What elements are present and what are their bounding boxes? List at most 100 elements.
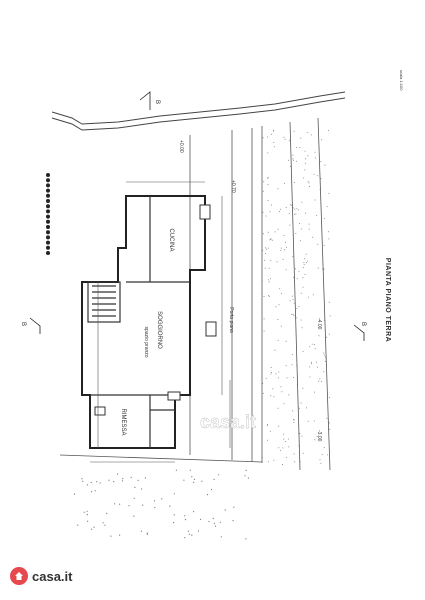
terrain-dot (262, 392, 264, 394)
terrain-dot (328, 130, 329, 132)
brand-logo-group[interactable]: casa.it (10, 567, 72, 585)
terrain-dot (301, 201, 303, 203)
terrain-dot (296, 278, 298, 280)
window-openings (94, 204, 217, 416)
terrain-dot (308, 182, 310, 184)
stepping-stone (46, 240, 50, 245)
terrain-dot (327, 231, 329, 233)
terrain-dot (280, 325, 282, 327)
room-label-soggiorno: SOGGIORNO (156, 311, 162, 349)
terrain-dot (289, 300, 291, 302)
terrain-dot (280, 386, 282, 388)
terrain-dot (268, 267, 270, 269)
terrain-dot (267, 439, 269, 441)
terrain-dot (312, 236, 314, 238)
terrain-dot (296, 208, 298, 210)
terrain-dot (291, 364, 293, 366)
terrain-dot (298, 270, 300, 272)
terrain-dot (269, 211, 271, 213)
terrain-dot (213, 478, 215, 480)
terrain-dot (114, 503, 116, 505)
terrain-dot (326, 417, 328, 419)
stepping-stone (46, 235, 50, 240)
terrain-dot (273, 459, 275, 461)
terrain-dot (273, 142, 275, 143)
terrain-dot (187, 530, 189, 532)
terrain-dot (184, 515, 186, 517)
terrain-dot (292, 207, 294, 209)
interior-walls (87, 196, 190, 448)
building-outline (81, 195, 206, 449)
section-mark-label: B (360, 322, 366, 326)
terrain-dot (283, 403, 285, 405)
terrain-dot (275, 373, 277, 375)
terrain-dot (193, 481, 195, 483)
terrain-dot (321, 453, 323, 455)
terrain-dot (86, 514, 88, 516)
terrain-dot (307, 155, 309, 157)
floor-plan-drawing: CUCINA SOGGIORNO spazio pranzo RIMESSA P… (20, 70, 404, 540)
terrain-dot (117, 473, 119, 475)
terrain-dot (302, 286, 304, 288)
stepping-stone (46, 173, 50, 177)
terrain-dot (193, 478, 195, 480)
terrain-dot (201, 480, 203, 482)
terrain-dot (288, 159, 290, 161)
terrain-dot (328, 422, 330, 424)
terrain-dot (267, 279, 269, 281)
terrain-dot (310, 361, 312, 363)
terrain-dot (191, 534, 193, 536)
terrain-dot (289, 224, 291, 226)
terrain-dot (298, 306, 300, 308)
terrain-dot (245, 538, 247, 540)
terrain-dot (183, 479, 185, 481)
terrain-dot (308, 223, 310, 225)
terrain-dot (319, 378, 321, 380)
terrain-dot (104, 524, 106, 526)
terrain-dot (288, 213, 290, 215)
terrain-dot (244, 475, 246, 477)
terrain-dot (290, 313, 292, 315)
terrain-dot (323, 352, 325, 354)
section-mark-label: B (20, 322, 26, 326)
terrain-dot (293, 377, 295, 378)
terrain-dot (269, 430, 271, 432)
terrain-dot (300, 319, 302, 321)
terrace-lines (59, 117, 331, 471)
terrain-dot (173, 522, 175, 524)
terrain-dot (320, 381, 322, 383)
room-label-cucina: CUCINA (168, 228, 174, 251)
corridor-label: Porta piana (228, 307, 234, 333)
terrain-dot (91, 491, 93, 493)
terrain-dot (270, 395, 272, 397)
terrain-dot (267, 423, 268, 425)
terrain-dot (289, 166, 291, 167)
terrain-dot (314, 199, 316, 201)
terrain-dot (288, 394, 290, 396)
terrain-dot (300, 292, 302, 294)
terrain-dot (280, 449, 282, 451)
stepping-stone (46, 245, 50, 250)
terrain-dot (279, 288, 281, 290)
terrain-dot (280, 249, 282, 251)
terrain-dot (324, 164, 326, 166)
terrain-dot (285, 441, 287, 443)
terrain-dot (191, 476, 193, 478)
terrain-dot (184, 519, 187, 521)
terrain-dot (275, 306, 277, 308)
terrain-dot (245, 469, 247, 471)
terrain-dot (161, 498, 163, 500)
terrain-dot (278, 425, 280, 427)
terrain-dot (288, 446, 290, 448)
terrain-dot (304, 274, 306, 275)
terrain-dot (277, 407, 279, 409)
terrain-dot (274, 231, 276, 233)
terrain-dot (269, 239, 271, 241)
terrain-dot (99, 482, 101, 484)
terrain-dot (90, 528, 93, 530)
terrain-dot (263, 181, 265, 183)
level-mark: -3.00 (316, 430, 322, 442)
terrain-dot (288, 140, 290, 142)
terrain-dot (293, 421, 295, 423)
terrain-dot (282, 433, 284, 435)
